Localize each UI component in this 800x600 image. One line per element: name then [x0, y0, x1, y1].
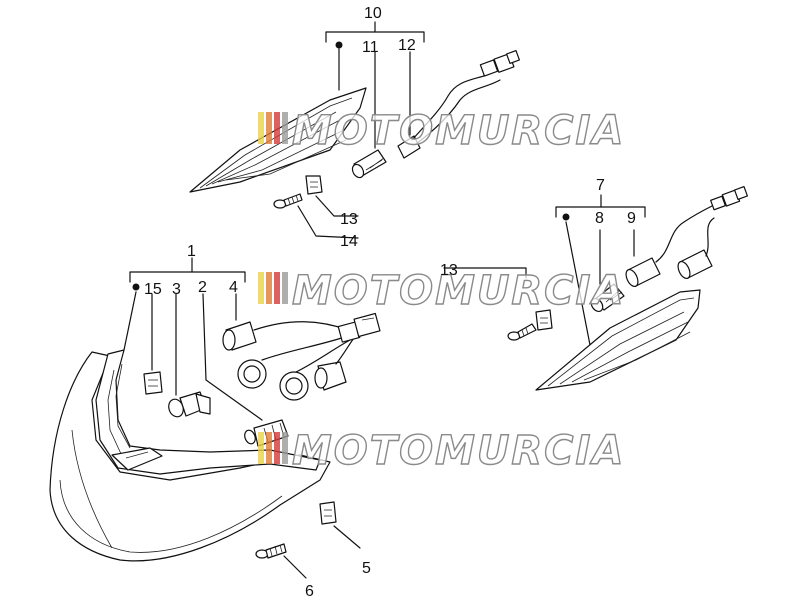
callout-6: 6: [305, 583, 314, 600]
callout-1: 1: [187, 243, 196, 260]
callout-9: 9: [627, 210, 636, 227]
watermark-text: MOTOMURCIA: [292, 428, 625, 474]
callout-4: 4: [229, 279, 238, 296]
lower-clip-5: [319, 501, 337, 525]
top-bulb: [351, 149, 387, 179]
parking-bulb: [244, 419, 289, 447]
callout-13-top: 13: [340, 211, 358, 228]
callout-3: 3: [172, 281, 181, 298]
top-socket-wire: [397, 49, 521, 159]
watermark-middle: MOTOMURCIA: [258, 267, 625, 315]
headlight-clip-15: [143, 371, 163, 395]
right-side-lens: [535, 289, 701, 391]
callout-2: 2: [198, 279, 207, 296]
watermark-stripe: [258, 432, 264, 464]
callout-10: 10: [364, 5, 382, 22]
watermark-stripe: [266, 432, 272, 464]
callout-5: 5: [362, 560, 371, 577]
callout-14: 14: [340, 233, 358, 250]
callout-13-middle: 13: [440, 262, 458, 279]
watermark-top: MOTOMURCIA: [258, 107, 625, 155]
middle-screw: [507, 323, 537, 341]
top-screw: [273, 193, 303, 209]
watermark-stripe: [282, 112, 288, 144]
callout-11: 11: [362, 39, 379, 56]
callout-8: 8: [595, 210, 604, 227]
watermark-stripe: [266, 272, 272, 304]
headlight-housing: [49, 351, 331, 562]
watermark-stripe: [274, 112, 280, 144]
middle-clip: [535, 309, 553, 331]
callout-7: 7: [596, 177, 605, 194]
callout-15: 15: [144, 281, 162, 298]
bullet-dot: [132, 283, 140, 291]
callout-labels: 10 11 12 13 14 7 8 9 13 1 15 3 2 4 5 6: [144, 5, 636, 600]
callout-12: 12: [398, 37, 416, 54]
watermark-stripe: [274, 272, 280, 304]
right-bulb: [590, 283, 625, 313]
watermark-stripe: [266, 112, 272, 144]
watermark-text: MOTOMURCIA: [292, 108, 625, 154]
bullet-dot: [335, 41, 343, 49]
watermark-stripe: [258, 272, 264, 304]
watermark-bottom: MOTOMURCIA: [258, 427, 625, 475]
headlight-sockets-wiring: [222, 312, 381, 401]
bullet-dot: [562, 213, 570, 221]
right-lens-group: [443, 185, 749, 391]
headlight-bulb: [168, 391, 211, 418]
watermark-stripe: [274, 432, 280, 464]
right-socket-wire: [625, 185, 749, 288]
watermark-stripe: [282, 272, 288, 304]
watermark-text: MOTOMURCIA: [292, 268, 625, 314]
watermark-stripe: [282, 432, 288, 464]
watermark-stripe: [258, 112, 264, 144]
top-clip: [305, 175, 323, 195]
lower-screw-6: [255, 543, 287, 559]
